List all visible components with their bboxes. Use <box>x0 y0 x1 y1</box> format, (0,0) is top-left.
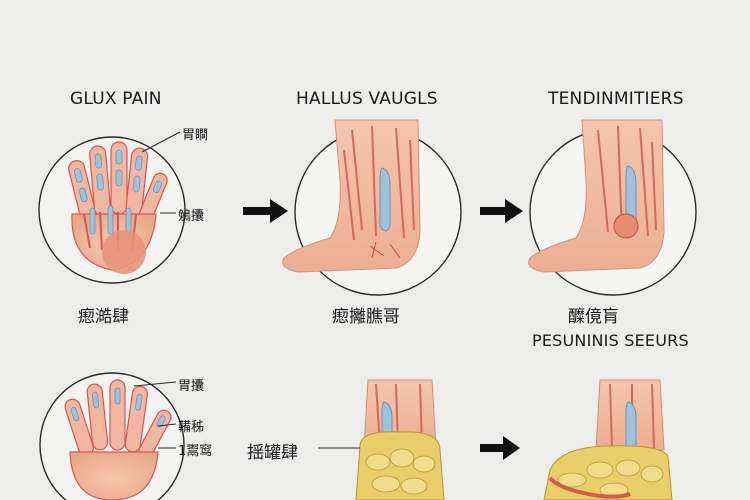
hand-top-label-2: 鵵攮 <box>178 209 205 224</box>
caption-hallus-vaugls: 瘛攡膲哥 <box>332 307 400 327</box>
foot-bottom-middle-illustration <box>318 379 445 500</box>
bottom-middle-label: 揺罐肆 <box>247 443 298 463</box>
hand-bottom-label-3: 1鬻窎 <box>178 444 213 459</box>
hand-bottom-label-1: 胃攮 <box>178 379 205 394</box>
foot-top-right-illustration <box>528 119 697 296</box>
caption-tendinmitiers: 醾傹肓 <box>568 307 619 327</box>
panel-title-glux-pain: GLUX PAIN <box>70 89 162 109</box>
arrow-right-icon <box>480 199 523 223</box>
arrow-right-icon <box>243 199 288 223</box>
hand-top-illustration <box>38 131 186 284</box>
arrow-right-icon <box>480 436 520 460</box>
subcaption-pesuninis-seeurs: PESUNINIS SEEURS <box>532 331 689 350</box>
hand-bottom-label-2: 鞴秭 <box>178 420 205 435</box>
foot-top-middle-illustration <box>282 119 462 296</box>
foot-bottom-right-illustration <box>543 379 673 500</box>
hand-top-label-1: 胃瞷 <box>182 128 209 143</box>
panel-title-hallus-vaugls: HALLUS VAUGLS <box>296 89 438 109</box>
hand-bottom-illustration <box>39 372 185 500</box>
caption-glux-pain: 瘛澔肆 <box>78 307 129 327</box>
panel-title-tendinmitiers: TENDINMITIERS <box>548 89 684 109</box>
